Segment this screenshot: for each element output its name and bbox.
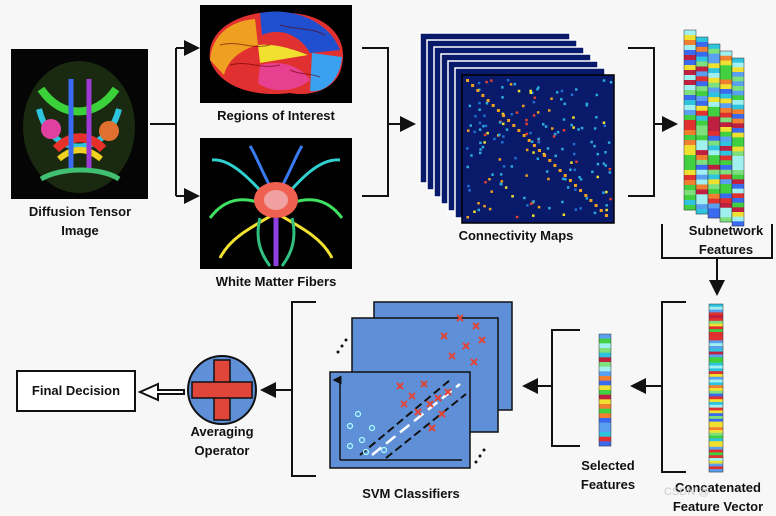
merge-bracket <box>362 47 389 197</box>
final-decision-box: Final Decision <box>16 370 136 412</box>
concat-label: Concatenated Feature Vector <box>660 478 776 516</box>
subnetwork-label-line2: Features <box>698 242 754 257</box>
averaging-label-line2: Operator <box>194 443 250 458</box>
roi-image <box>200 5 352 103</box>
connectivity-label: Connectivity Maps <box>458 228 574 243</box>
wmf-image <box>200 138 352 269</box>
wmf-label: White Matter Fibers <box>215 274 337 289</box>
dti-image <box>11 49 148 199</box>
svm-panel-front <box>329 371 471 469</box>
svm-label: SVM Classifiers <box>362 486 460 501</box>
subnetwork-label: Subnetwork Features <box>672 221 776 259</box>
roi-label: Regions of Interest <box>217 108 335 123</box>
final-decision-label: Final Decision <box>31 383 121 398</box>
dti-label-line1: Diffusion Tensor <box>28 204 132 219</box>
dti-label-line2: Image <box>61 223 99 238</box>
watermark: CSDN @ <box>664 486 710 498</box>
selected-label-line2: Features <box>580 477 636 492</box>
hollow-arrow-final <box>137 382 185 402</box>
matrix-dots <box>466 79 613 219</box>
averaging-label: Averaging Operator <box>170 422 274 460</box>
dti-label: Diffusion Tensor Image <box>0 202 160 240</box>
selected-label: Selected Features <box>560 456 656 494</box>
subnetwork-label-line1: Subnetwork <box>688 223 764 238</box>
conn-bracket <box>628 47 655 197</box>
selected-features-vector <box>598 333 612 447</box>
averaging-label-line1: Averaging <box>190 424 254 439</box>
selected-label-line1: Selected <box>581 458 635 473</box>
concatenated-feature-vector <box>708 303 724 473</box>
selected-bracket <box>551 329 580 447</box>
svm-dots <box>336 338 486 464</box>
concat-label-line2: Feature Vector <box>672 499 764 514</box>
concat-label-line1: Concatenated <box>675 480 761 495</box>
